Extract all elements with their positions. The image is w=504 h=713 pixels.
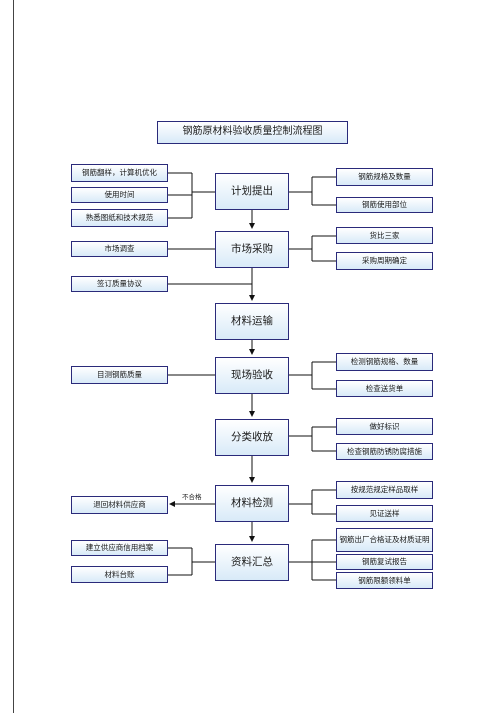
right-item-marking: 做好标识 <box>336 418 433 435</box>
step-document-summary: 资料汇总 <box>215 544 289 581</box>
right-item-compare-suppliers: 货比三家 <box>336 227 433 244</box>
right-item-spec-quantity: 钢筋规格及数量 <box>336 168 433 186</box>
right-item-anticorrosion: 检查钢筋防锈防腐措施 <box>336 443 433 460</box>
left-item-rebar-layout: 钢筋翻样，计算机优化 <box>71 164 168 182</box>
left-item-market-survey: 市场调查 <box>71 241 168 257</box>
left-item-material-ledger: 材料台账 <box>71 566 168 583</box>
left-item-drawings-specs: 熟悉图纸和技术规范 <box>71 209 168 227</box>
left-item-supplier-credit: 建立供应商信用档案 <box>71 540 168 556</box>
step-site-inspection: 现场验收 <box>215 357 289 394</box>
left-item-usage-time: 使用时间 <box>71 187 168 203</box>
right-item-usage-location: 钢筋使用部位 <box>336 197 433 213</box>
right-item-check-spec-qty: 检测钢筋规格、数量 <box>336 353 433 371</box>
right-item-witness-sampling: 见证送样 <box>336 505 433 522</box>
fail-label: 不合格 <box>182 493 202 501</box>
right-item-retest-report: 钢筋复试报告 <box>336 554 433 570</box>
right-item-factory-certificate: 钢筋出厂合格证及材质证明 <box>336 528 433 552</box>
step-plan: 计划提出 <box>215 173 289 210</box>
right-item-purchase-cycle: 采购周期确定 <box>336 252 433 270</box>
left-item-return-supplier: 退回材料供应商 <box>71 496 168 514</box>
step-sort-storage: 分类收放 <box>215 419 289 456</box>
right-item-sampling: 按规范规定样品取样 <box>336 481 433 499</box>
left-item-quality-agreement: 签订质量协议 <box>71 276 168 292</box>
step-transport: 材料运输 <box>215 303 289 340</box>
flowchart-title: 钢筋原材料验收质量控制流程图 <box>157 121 348 144</box>
step-purchase: 市场采购 <box>215 231 289 268</box>
page-left-border <box>13 0 14 713</box>
right-item-check-delivery-note: 检查送货单 <box>336 380 433 397</box>
right-item-limit-requisition: 钢筋限额领料单 <box>336 572 433 589</box>
step-material-testing: 材料检测 <box>215 485 289 522</box>
left-item-visual-check: 目测钢筋质量 <box>71 366 168 384</box>
